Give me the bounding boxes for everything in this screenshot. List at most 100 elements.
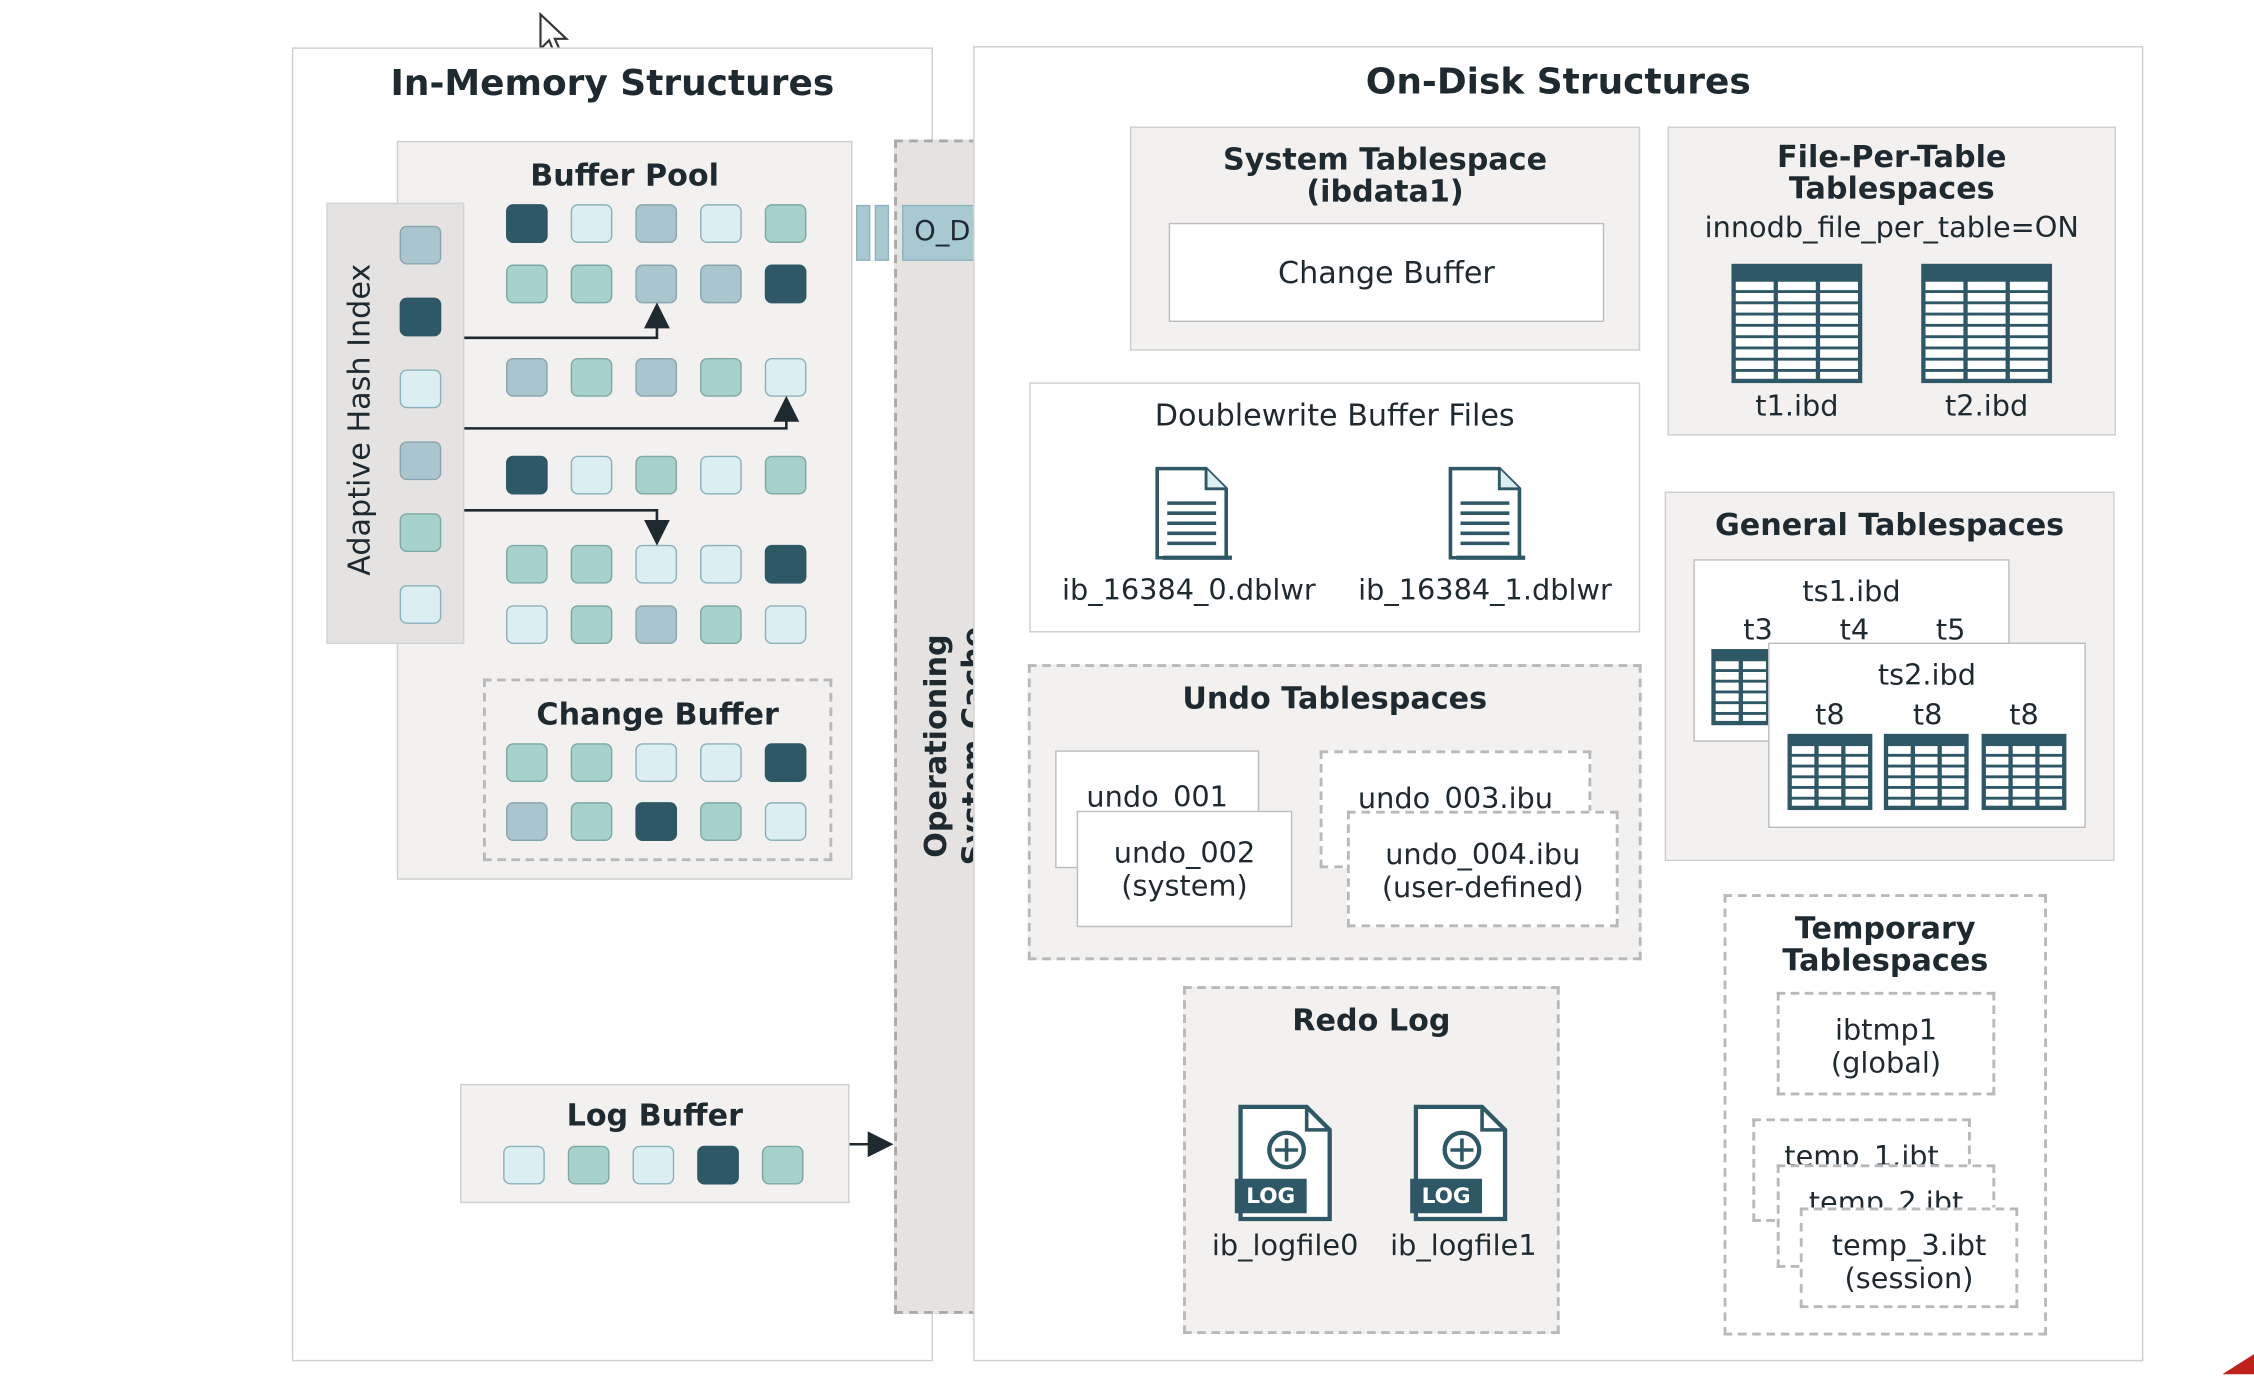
temporary-title2: Tablespaces bbox=[1782, 943, 1989, 978]
hash-index-entry bbox=[399, 225, 442, 265]
adaptive-hash-index: Adaptive Hash Index bbox=[326, 202, 465, 644]
ts2-table-t8c: t8 bbox=[2009, 697, 2039, 732]
log-icon-text-1: LOG bbox=[1421, 1183, 1471, 1209]
buffer-page bbox=[764, 544, 807, 584]
file-per-table-setting: innodb_file_per_table=ON bbox=[1704, 209, 2079, 245]
in-memory-title: In-Memory Structures bbox=[390, 61, 835, 104]
on-disk-title: On-Disk Structures bbox=[1365, 60, 1751, 103]
ts2-table-t8b: t8 bbox=[1912, 697, 1943, 732]
buffer-page bbox=[764, 743, 807, 782]
undo-004-label2: (user-defined) bbox=[1381, 869, 1584, 905]
ibtmp1: ibtmp1 (global) bbox=[1776, 991, 1996, 1096]
buffer-page bbox=[506, 802, 548, 841]
redo-log-title: Redo Log bbox=[1292, 1003, 1451, 1038]
corner-mark bbox=[2222, 1354, 2254, 1375]
undo-tablespaces-title: Undo Tablespaces bbox=[1182, 681, 1488, 716]
ts1-table-t5: t5 bbox=[1935, 612, 1966, 647]
ibtmp1-label2: (global) bbox=[1830, 1045, 1942, 1080]
buffer-page bbox=[700, 264, 742, 304]
log-file-icon bbox=[1410, 1104, 1508, 1222]
file-per-table-title2: Tablespaces bbox=[1788, 171, 1995, 206]
doublewrite-buffer-files: Doublewrite Buffer Files bbox=[1029, 382, 1641, 633]
dblwr-file-0: ib_16384_0.dblwr bbox=[1061, 572, 1316, 607]
buffer-page bbox=[635, 743, 678, 782]
document-icon bbox=[1155, 466, 1232, 560]
buffer-page bbox=[700, 544, 742, 584]
buffer-page bbox=[764, 357, 807, 397]
system-tablespace-title2: (ibdata1) bbox=[1306, 173, 1464, 209]
buffer-page bbox=[506, 455, 548, 495]
undo-003-label: undo_003.ibu bbox=[1357, 780, 1554, 816]
file-t1: t1.ibd bbox=[1755, 388, 1839, 423]
temporary-title1: Temporary bbox=[1794, 911, 1976, 946]
buffer-page bbox=[700, 357, 742, 397]
buffer-page bbox=[635, 357, 678, 397]
change-buffer-memory-title: Change Buffer bbox=[536, 697, 779, 732]
buffer-page bbox=[570, 802, 613, 841]
hash-index-entry bbox=[399, 441, 442, 481]
ibtmp1-label1: ibtmp1 bbox=[1834, 1012, 1938, 1047]
ts2-table-t8a: t8 bbox=[1815, 697, 1845, 732]
log-buffer-page bbox=[567, 1145, 610, 1185]
general-tablespaces-title: General Tablespaces bbox=[1715, 507, 2065, 542]
log-buffer-title: Log Buffer bbox=[566, 1098, 743, 1133]
buffer-pool-title: Buffer Pool bbox=[530, 158, 719, 193]
ts1-label: ts1.ibd bbox=[1802, 573, 1901, 609]
buffer-page bbox=[506, 544, 548, 584]
buffer-page bbox=[764, 264, 807, 304]
buffer-page bbox=[570, 204, 613, 243]
document-icon bbox=[1448, 466, 1526, 560]
logfile-1: ib_logfile1 bbox=[1390, 1227, 1537, 1263]
undo-001-label: undo_001 bbox=[1086, 779, 1228, 814]
log-buffer-page bbox=[761, 1145, 804, 1185]
hash-index-entry bbox=[399, 585, 442, 624]
buffer-page bbox=[700, 455, 742, 495]
system-tablespace-title1: System Tablespace bbox=[1222, 142, 1548, 177]
buffer-page bbox=[506, 357, 548, 397]
hash-index-entry bbox=[399, 513, 442, 552]
table-icon bbox=[1731, 263, 1863, 389]
log-buffer-page bbox=[632, 1145, 675, 1185]
buffer-page bbox=[700, 204, 742, 243]
buffer-page bbox=[570, 264, 613, 304]
log-buffer-page bbox=[697, 1145, 739, 1185]
buffer-page bbox=[635, 605, 678, 644]
table-icon bbox=[1921, 263, 2053, 389]
buffer-page bbox=[570, 544, 613, 584]
buffer-page bbox=[764, 455, 807, 495]
temp-3: temp_3.ibt (session) bbox=[1799, 1207, 2019, 1309]
buffer-page bbox=[570, 357, 613, 397]
dblwr-file-1: ib_16384_1.dblwr bbox=[1358, 572, 1612, 607]
file-t2: t2.ibd bbox=[1945, 388, 2029, 423]
buffer-page bbox=[635, 204, 678, 243]
ts1-table-t4: t4 bbox=[1839, 612, 1870, 647]
log-file-icon bbox=[1234, 1104, 1332, 1222]
log-buffer-page bbox=[503, 1145, 545, 1185]
hash-index-entry bbox=[399, 297, 442, 337]
undo-004: undo_004.ibu (user-defined) bbox=[1346, 810, 1619, 928]
temp-3-label2: (session) bbox=[1844, 1260, 1974, 1296]
buffer-page bbox=[700, 802, 742, 841]
buffer-page bbox=[764, 802, 807, 841]
undo-004-label1: undo_004.ibu bbox=[1385, 836, 1581, 872]
table-icon bbox=[1711, 649, 1771, 731]
undo-002: undo_002 (system) bbox=[1076, 810, 1293, 928]
buffer-page bbox=[700, 605, 742, 644]
undo-002-label1: undo_002 bbox=[1113, 835, 1256, 870]
buffer-page bbox=[506, 204, 548, 243]
buffer-page bbox=[700, 743, 742, 782]
buffer-page bbox=[570, 605, 613, 644]
buffer-page bbox=[635, 455, 678, 495]
system-tablespace: System Tablespace (ibdata1) Change Buffe… bbox=[1129, 126, 1641, 351]
buffer-page bbox=[764, 605, 807, 644]
buffer-page bbox=[506, 605, 548, 644]
table-icon bbox=[1787, 733, 1873, 816]
buffer-page bbox=[570, 455, 613, 495]
undo-002-label2: (system) bbox=[1121, 868, 1248, 903]
temp-3-label1: temp_3.ibt bbox=[1831, 1227, 1987, 1263]
change-buffer-disk: Change Buffer bbox=[1168, 222, 1605, 322]
table-icon bbox=[1883, 733, 1969, 816]
buffer-page bbox=[764, 204, 807, 243]
hash-index-entry bbox=[399, 369, 442, 409]
ts2-label: ts2.ibd bbox=[1877, 656, 1977, 692]
